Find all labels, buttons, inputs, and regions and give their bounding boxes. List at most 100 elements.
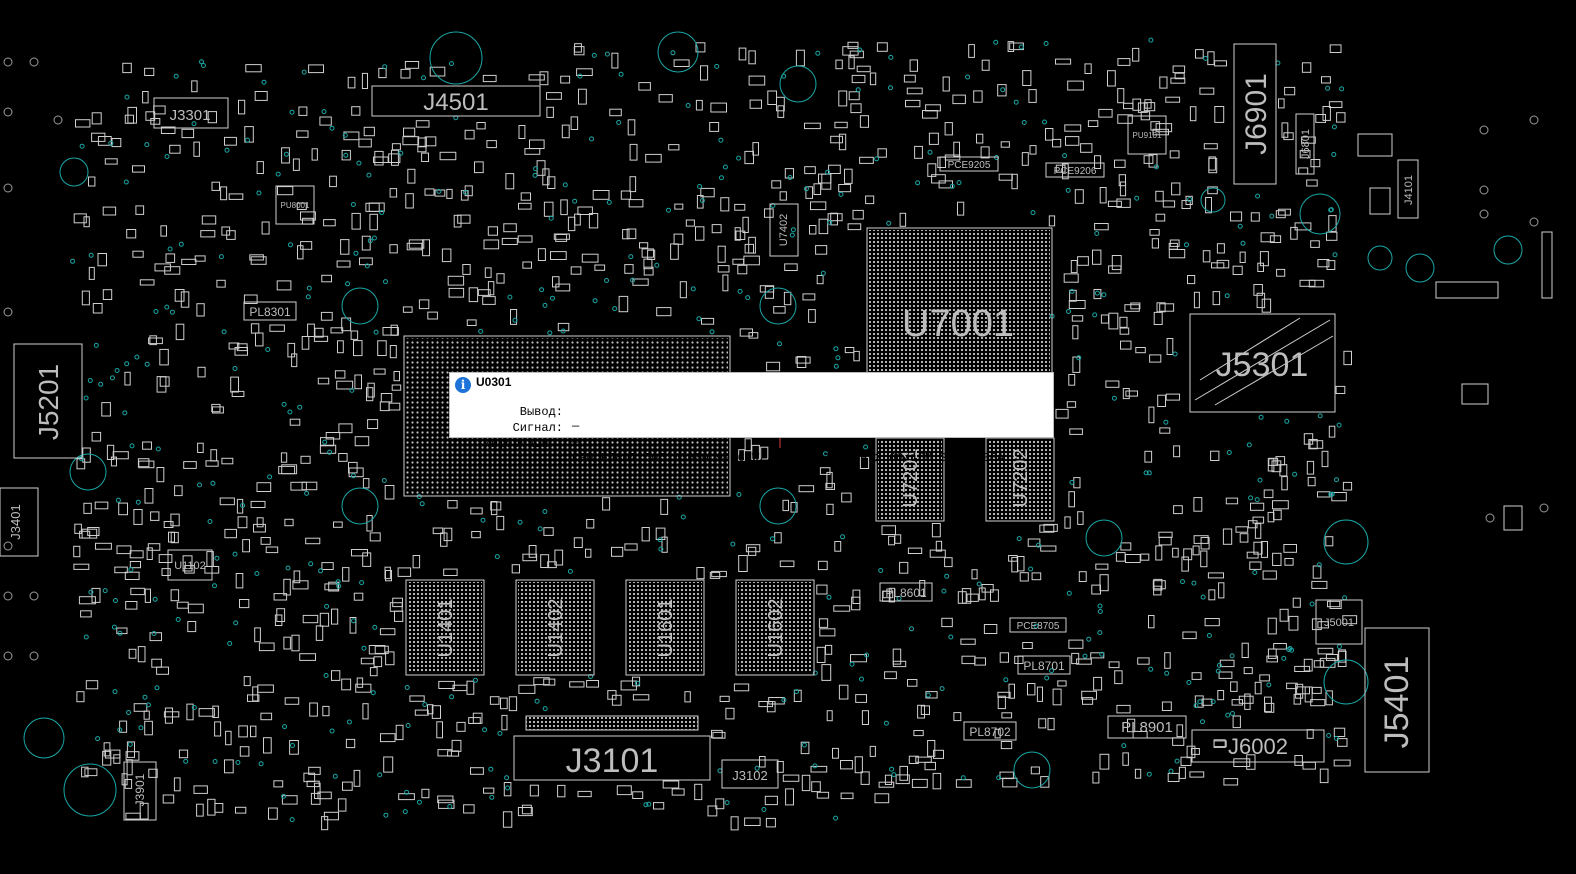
via — [1180, 579, 1185, 585]
connector-j5201[interactable] — [13, 343, 83, 459]
smd-part — [446, 188, 453, 199]
smd-part — [1278, 98, 1285, 109]
smd-part — [1208, 589, 1216, 601]
connector-j3401[interactable] — [0, 487, 39, 557]
connector-j4101[interactable] — [1397, 159, 1419, 219]
smd-part — [739, 328, 754, 337]
smd-part — [1259, 251, 1269, 267]
via — [618, 71, 624, 77]
connector-j5401[interactable] — [1364, 627, 1430, 773]
connector-j3301[interactable] — [153, 97, 229, 129]
part-pu8001[interactable] — [275, 185, 315, 225]
smd-part — [567, 216, 576, 232]
connector-j6002[interactable] — [1191, 729, 1325, 763]
smd-part — [1134, 768, 1142, 779]
smd-part — [1260, 541, 1269, 558]
connector-j4501[interactable] — [371, 85, 541, 117]
smd-part — [476, 122, 486, 130]
smd-part — [159, 348, 169, 366]
smd-part — [1264, 702, 1275, 713]
part-u7402[interactable] — [769, 203, 799, 257]
connector-j6801[interactable] — [1295, 113, 1315, 175]
smd-part — [819, 467, 831, 475]
smd-part — [358, 138, 372, 148]
smd-part — [851, 596, 861, 611]
via — [1043, 41, 1049, 46]
label-pce9206: PCE9206 — [1054, 166, 1097, 177]
smd-part — [1014, 655, 1024, 664]
connector-j5301[interactable] — [1189, 313, 1336, 413]
part-pce8705[interactable] — [1009, 617, 1067, 633]
smd-part — [1155, 190, 1164, 202]
smd-part — [92, 303, 103, 314]
smd-part — [1193, 497, 1203, 512]
chip-u7202[interactable] — [985, 437, 1055, 522]
connector-j3101[interactable] — [513, 735, 711, 781]
via — [777, 341, 782, 347]
smd-part — [1152, 580, 1166, 590]
smd-part — [1284, 558, 1294, 566]
part-pl8901[interactable] — [1107, 715, 1187, 739]
small-labels: J3301 J3102 J3401 J3901 J5001 J4101 J680… — [8, 107, 1415, 806]
via — [70, 258, 76, 264]
smd-part — [673, 59, 690, 68]
label-j3901: J3901 — [133, 773, 147, 806]
smd-part — [744, 817, 761, 826]
via — [690, 286, 696, 292]
smd-part — [1011, 173, 1018, 190]
smd-part — [169, 144, 181, 154]
smd-part — [161, 568, 171, 576]
smd-part — [821, 664, 832, 681]
via — [126, 710, 131, 715]
via — [144, 361, 150, 367]
part-pce9206[interactable] — [1045, 162, 1105, 178]
smd-part — [1038, 718, 1047, 729]
smd-part — [102, 206, 117, 216]
smd-part — [1071, 315, 1084, 322]
via — [367, 238, 373, 244]
part-pl8701[interactable] — [1017, 655, 1071, 675]
smd-part — [214, 803, 224, 813]
smd-part — [158, 554, 173, 563]
connector-j5001[interactable] — [1315, 599, 1363, 645]
smd-part — [529, 139, 545, 149]
smd-part — [212, 705, 219, 718]
smd-part — [303, 772, 316, 783]
smd-part — [1157, 394, 1166, 408]
smd-part — [383, 756, 394, 773]
part-pl8301[interactable] — [243, 301, 297, 321]
chip-u1601[interactable] — [625, 579, 705, 676]
smd-part — [165, 253, 176, 263]
chip-u1602[interactable] — [735, 579, 815, 676]
smd-part — [1260, 232, 1275, 243]
smd-part — [953, 712, 962, 722]
smd-part — [1310, 159, 1321, 168]
chip-u7201[interactable] — [875, 437, 945, 522]
part-u1102[interactable] — [167, 549, 213, 581]
smd-part — [505, 173, 515, 190]
connector-j3102[interactable] — [721, 759, 779, 789]
via — [883, 720, 889, 726]
smd-part — [1230, 681, 1238, 692]
via — [377, 772, 383, 778]
part-pce9205[interactable] — [939, 156, 999, 172]
smd-part — [1233, 758, 1251, 767]
connector-j3901[interactable] — [123, 761, 157, 821]
smd-part — [466, 319, 477, 326]
part-pl8601[interactable] — [879, 582, 933, 602]
smd-part — [550, 251, 567, 261]
part-pu9101[interactable] — [1127, 115, 1167, 155]
smd-part — [345, 738, 356, 749]
via — [327, 449, 333, 455]
smd-part — [393, 371, 400, 382]
connector-j6901[interactable] — [1233, 43, 1277, 185]
smd-part — [424, 136, 437, 147]
chip-u1402[interactable] — [515, 579, 595, 676]
chip-u1401[interactable] — [405, 579, 485, 676]
smd-part — [362, 703, 369, 720]
smd-part — [283, 636, 291, 650]
via — [604, 51, 610, 57]
part-pl8702[interactable] — [963, 721, 1017, 741]
via — [542, 706, 548, 712]
via — [533, 166, 539, 172]
